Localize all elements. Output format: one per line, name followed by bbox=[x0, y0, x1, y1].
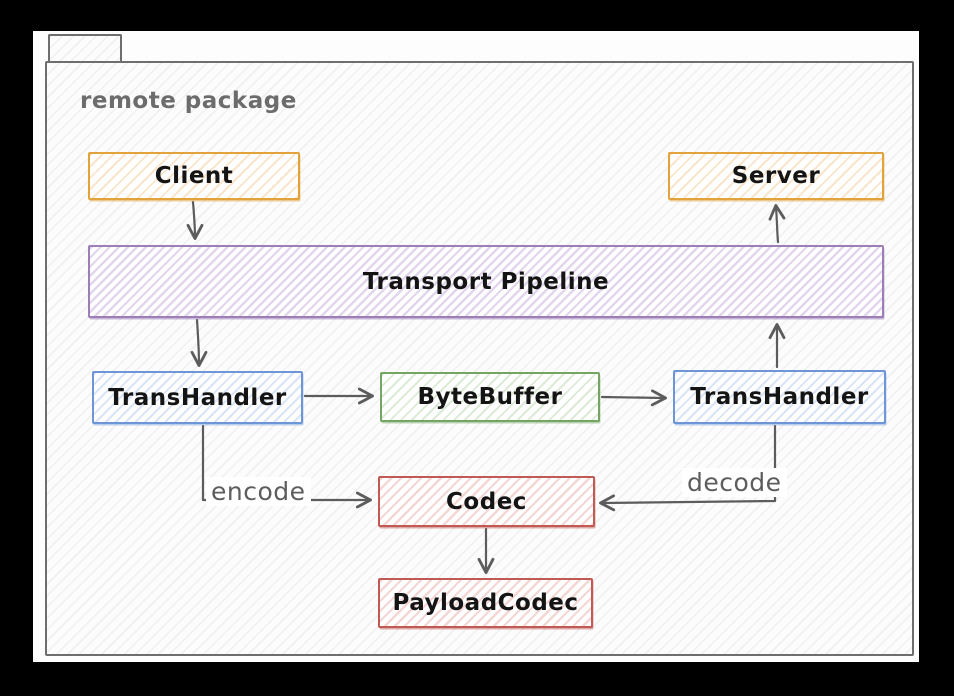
node-transhandler-right-label: TransHandler bbox=[690, 384, 869, 410]
node-server-label: Server bbox=[731, 163, 821, 189]
node-payloadcodec: PayloadCodec bbox=[378, 578, 593, 628]
node-client: Client bbox=[88, 152, 300, 200]
node-transport-pipeline-label: Transport Pipeline bbox=[362, 268, 610, 295]
node-codec-label: Codec bbox=[446, 488, 527, 515]
node-transhandler-right: TransHandler bbox=[673, 370, 886, 424]
package-title: remote package bbox=[80, 88, 297, 114]
node-transhandler-left-label: TransHandler bbox=[108, 384, 287, 411]
node-transhandler-left: TransHandler bbox=[92, 371, 303, 424]
node-payloadcodec-label: PayloadCodec bbox=[392, 590, 579, 616]
package-tab bbox=[48, 34, 122, 64]
node-server: Server bbox=[668, 152, 884, 200]
node-bytebuffer-label: ByteBuffer bbox=[417, 384, 563, 410]
node-bytebuffer: ByteBuffer bbox=[380, 372, 600, 422]
package-body bbox=[45, 61, 914, 656]
node-client-label: Client bbox=[154, 163, 234, 189]
edge-label-encode: encode bbox=[206, 477, 311, 506]
edge-label-decode: decode bbox=[682, 468, 787, 497]
node-codec: Codec bbox=[378, 476, 595, 527]
node-transport-pipeline: Transport Pipeline bbox=[88, 245, 884, 318]
